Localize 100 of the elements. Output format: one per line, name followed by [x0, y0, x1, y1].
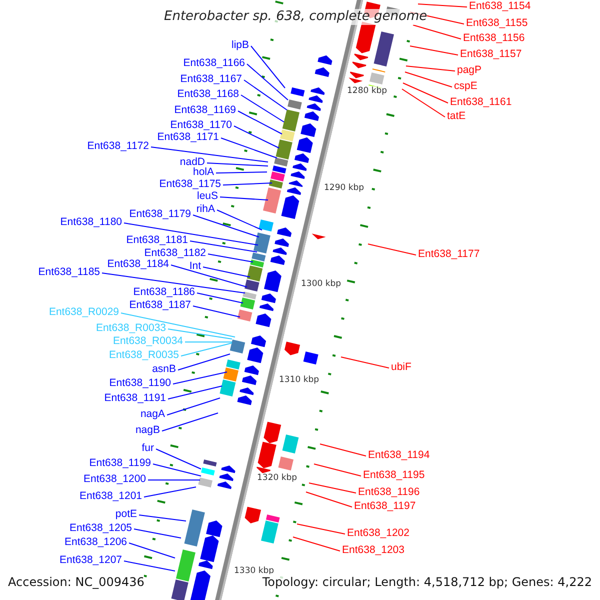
gene-label: Ent638_1191 — [104, 391, 166, 405]
gene-label: cspE — [454, 79, 478, 93]
gene-label: Ent638_1201 — [80, 489, 142, 503]
gene-label: Int — [189, 259, 201, 273]
leader-line — [192, 214, 260, 238]
leader-line — [208, 254, 254, 262]
leader-line — [162, 412, 218, 432]
gene-label: Ent638_1195 — [363, 468, 425, 482]
leader-line — [292, 536, 340, 552]
leader-line — [120, 312, 236, 338]
leader-line — [124, 222, 258, 246]
leader-line — [168, 328, 232, 340]
gene-label: Ent638_1203 — [342, 543, 404, 557]
leader-line — [196, 292, 244, 304]
leader-line — [308, 482, 356, 494]
leader-line — [128, 542, 176, 558]
leader-line — [216, 172, 268, 174]
leader-line — [402, 88, 446, 118]
leader-line — [170, 264, 248, 288]
gene-label: Ent638_1205 — [70, 521, 132, 535]
position-label: 1330 kbp — [234, 566, 274, 576]
leader-line — [220, 138, 278, 158]
leader-line — [138, 514, 186, 522]
gene-label: potE — [115, 507, 137, 521]
leader-line — [406, 66, 456, 72]
gene-label: asnB — [152, 362, 176, 376]
gene-label: Ent638_1186 — [133, 285, 195, 299]
leader-line — [150, 146, 268, 162]
gene-label: lipB — [231, 38, 249, 52]
leader-line — [340, 356, 390, 368]
gene-label: leuS — [196, 189, 218, 203]
leader-line — [168, 386, 222, 400]
gene-label: Ent638_1172 — [87, 139, 149, 153]
gene-label: Ent638_R0034 — [112, 334, 183, 348]
leader-line — [412, 24, 462, 40]
leader-line — [418, 4, 468, 8]
leader-line — [250, 46, 286, 88]
gene-label: Ent638_1170 — [170, 118, 232, 132]
leader-line — [216, 210, 262, 230]
leader-line — [246, 64, 288, 100]
gene-label: Ent638_R0029 — [48, 305, 119, 319]
gene-label: Ent638_1167 — [180, 72, 242, 86]
gene-label: Ent638_1161 — [450, 95, 512, 109]
gene-label: Ent638_1154 — [469, 0, 531, 13]
gene-label: Ent638_R0033 — [96, 321, 166, 335]
leader-line — [166, 398, 220, 416]
leader-line — [180, 342, 232, 356]
leader-line — [124, 560, 176, 572]
gene-label: Ent638_1182 — [144, 246, 206, 260]
gene-label: nagA — [140, 407, 165, 421]
leader-line — [222, 182, 272, 186]
gene-label: Ent638_1171 — [157, 130, 219, 144]
leader-line — [220, 196, 268, 200]
leader-line — [156, 448, 202, 470]
gene-label: Ent638_1190 — [109, 376, 171, 390]
position-label: 1320 kbp — [257, 473, 298, 483]
leader-line — [178, 354, 230, 370]
gene-label: nagB — [135, 423, 160, 437]
leader-line — [240, 94, 284, 122]
leader-line — [152, 464, 202, 476]
gene-label: rihA — [196, 202, 215, 216]
gene-label: Ent638_1155 — [466, 16, 528, 30]
position-label: 1300 kbp — [301, 279, 342, 289]
leader-line — [244, 80, 288, 110]
gene-label: Ent638_1194 — [368, 448, 430, 462]
leader-line — [102, 272, 246, 294]
gene-label: Ent638_1177 — [418, 247, 480, 261]
leader-line — [144, 486, 196, 498]
gene-label: Ent638_1179 — [129, 207, 191, 221]
gene-label: Ent638_1184 — [107, 257, 169, 271]
gene-label: Ent638_1207 — [60, 553, 122, 567]
gene-label: Ent638_1169 — [174, 103, 236, 117]
leader-line — [238, 110, 282, 134]
gene-label: Ent638_1199 — [89, 456, 151, 470]
leader-line — [206, 162, 268, 166]
leader-line — [314, 464, 362, 476]
gene-label: Ent638_1156 — [463, 31, 525, 45]
leader-line — [296, 524, 346, 534]
gene-label: Ent638_1157 — [460, 47, 522, 61]
leader-line — [202, 266, 250, 278]
gene-label: Ent638_1185 — [38, 265, 100, 279]
gene-label: Ent638_1166 — [183, 56, 245, 70]
leader-line — [306, 492, 352, 508]
gene-label: Ent638_1206 — [64, 535, 127, 549]
gene-label: Ent638_R0035 — [108, 348, 179, 362]
leader-line — [134, 528, 182, 538]
position-label: 1280 kbp — [347, 86, 388, 96]
leader-line — [320, 444, 366, 456]
gene-label: Ent638_1175 — [159, 177, 221, 191]
leader-line — [172, 372, 228, 384]
gene-label: Ent638_1181 — [126, 233, 188, 247]
leader-line — [192, 306, 240, 318]
leader-line — [402, 82, 448, 104]
gene-label: Ent638_1200 — [84, 472, 146, 486]
gene-label: Ent638_1168 — [177, 87, 239, 101]
position-label: 1290 kbp — [324, 183, 364, 193]
gene-label: Ent638_1197 — [354, 499, 416, 513]
gene-label: Ent638_1187 — [129, 298, 191, 312]
leader-line — [234, 126, 280, 148]
gene-label: Ent638_1202 — [347, 526, 410, 540]
